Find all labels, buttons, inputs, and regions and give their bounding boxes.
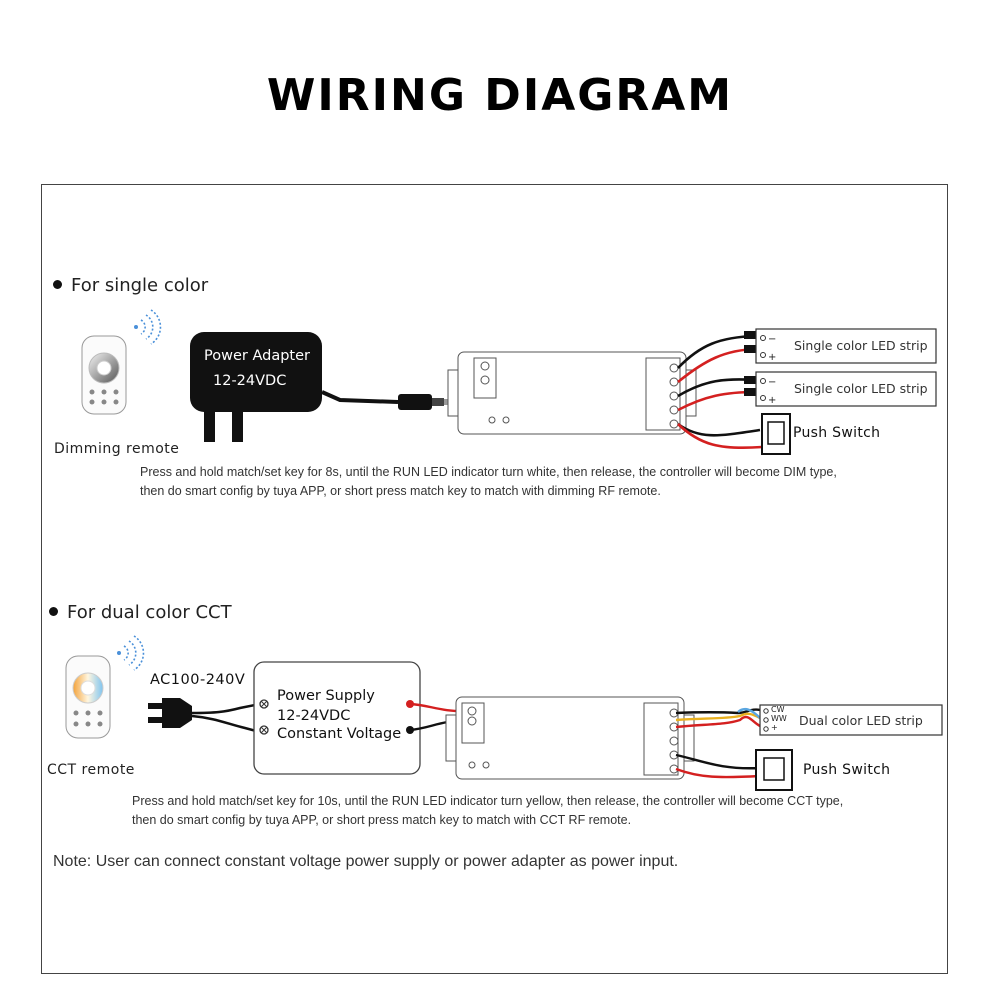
controller-icon xyxy=(445,696,695,780)
section-heading-cct: For dual color CCT xyxy=(49,602,232,623)
svg-text:−: − xyxy=(768,334,776,345)
led-strip-dual xyxy=(759,704,943,736)
push-switch-icon xyxy=(755,749,793,791)
strip-label-dual: Dual color LED strip xyxy=(799,713,923,728)
section-heading-single-text: For single color xyxy=(71,275,209,296)
section-heading-cct-text: For dual color CCT xyxy=(67,602,232,623)
led-strip-1: − + xyxy=(755,328,937,364)
adapter-label-line1: Power Adapter xyxy=(204,348,310,364)
power-supply-line2: 12-24VDC xyxy=(277,708,351,724)
cct-remote-label: CCT remote xyxy=(47,762,135,778)
push-switch-icon xyxy=(761,413,791,455)
terminal-cw: CW xyxy=(771,705,785,714)
strip-label-2: Single color LED strip xyxy=(794,381,928,396)
cct-remote-icon xyxy=(65,655,111,739)
push-switch-label-cct: Push Switch xyxy=(803,762,891,778)
led-strip-2: − + xyxy=(755,371,937,407)
svg-text:+: + xyxy=(768,395,776,406)
svg-text:+: + xyxy=(768,352,776,363)
note-text: Note: User can connect constant voltage … xyxy=(53,853,679,870)
ac-input-label: AC100-240V xyxy=(150,672,246,688)
instruction-single-line2: then do smart config by tuya APP, or sho… xyxy=(140,484,661,498)
terminal-ww: WW xyxy=(771,714,787,723)
strip-terminal-labels: CW WW + xyxy=(771,705,787,732)
wires-single xyxy=(677,331,763,450)
controller-icon xyxy=(447,351,697,435)
power-plug-icon xyxy=(148,698,261,734)
page-title: WIRING DIAGRAM xyxy=(266,70,734,121)
push-switch-label-single: Push Switch xyxy=(793,425,881,441)
dimming-remote-icon xyxy=(81,335,127,415)
wifi-signal-icon xyxy=(117,635,145,671)
strip-label-1: Single color LED strip xyxy=(794,338,928,353)
power-supply-line1: Power Supply xyxy=(277,688,375,704)
power-supply-line3: Constant Voltage xyxy=(277,726,402,742)
adapter-label-line2: 12-24VDC xyxy=(213,373,287,389)
dimming-remote-label: Dimming remote xyxy=(54,441,180,457)
wifi-signal-icon xyxy=(134,309,162,345)
instruction-cct-line1: Press and hold match/set key for 10s, un… xyxy=(132,794,844,808)
instruction-single-line1: Press and hold match/set key for 8s, unt… xyxy=(140,465,837,479)
power-adapter xyxy=(190,332,454,442)
section-heading-single: For single color xyxy=(53,275,208,296)
svg-text:−: − xyxy=(768,377,776,388)
bullet-icon xyxy=(53,279,62,289)
diagram-frame xyxy=(41,184,948,974)
power-supply xyxy=(253,661,421,775)
bullet-icon xyxy=(49,606,58,616)
terminal-plus: + xyxy=(771,723,778,732)
instruction-cct-line2: then do smart config by tuya APP, or sho… xyxy=(132,813,632,827)
wires-cct xyxy=(675,707,761,779)
